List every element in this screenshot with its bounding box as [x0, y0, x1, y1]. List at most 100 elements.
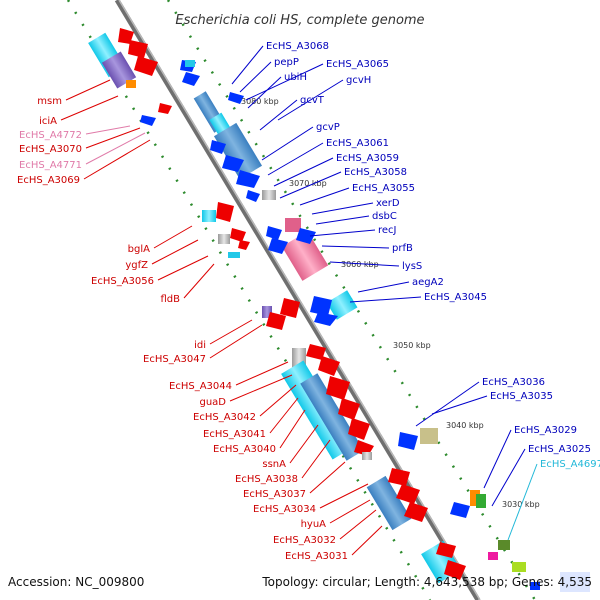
genome-backbone-highlight — [118, 0, 481, 600]
gene-block — [362, 452, 372, 460]
gene-label: EcHS_A3061 — [326, 138, 389, 149]
gene-label: dsbC — [372, 211, 397, 222]
leader-line — [261, 126, 314, 161]
leader-line — [60, 95, 119, 121]
gene-label: EcHS_A3044 — [169, 381, 232, 392]
gene-arrow — [396, 484, 420, 504]
gene-label: recJ — [378, 225, 397, 236]
gene-arrow — [230, 228, 246, 242]
leader-line — [85, 132, 146, 165]
leader-line — [235, 361, 289, 386]
leader-line — [273, 157, 334, 187]
gene-arrow — [222, 155, 244, 172]
gene-label: pepP — [274, 57, 299, 68]
gene-arrow — [280, 298, 300, 318]
gene-arrow — [338, 398, 360, 420]
gene-block — [262, 190, 276, 200]
kbp-tick: 3080 kbp — [241, 97, 279, 106]
gene-arrow — [210, 140, 226, 154]
gene-label: guaD — [199, 397, 226, 408]
gene-block — [470, 490, 480, 506]
leader-line — [321, 245, 390, 249]
leader-line — [259, 99, 298, 131]
gene-arrow — [314, 312, 338, 326]
leader-line — [277, 79, 344, 121]
gene-arrow — [266, 312, 286, 330]
gene-label: xerD — [376, 198, 400, 209]
leader-line — [329, 261, 400, 267]
gene-arrow — [140, 115, 156, 126]
topology-text: Topology: circular; Length: 4,643,538 bp… — [261, 575, 592, 589]
gene-label: EcHS_A3031 — [285, 551, 348, 562]
gene-arrow — [238, 240, 250, 250]
gene-label: EcHS_A4771 — [19, 160, 82, 171]
right-gene-labels: EcHS_A3068 pepP EcHS_A3065 ubiH gcvH gcvT gcvP… — [231, 41, 600, 541]
gene-block — [488, 552, 498, 560]
gene-block — [498, 540, 510, 550]
gene-label: gcvP — [316, 122, 340, 133]
leader-line — [259, 384, 297, 417]
leader-line — [301, 439, 331, 479]
gene-block — [213, 122, 263, 180]
gene-block — [101, 51, 137, 89]
gene-label: EcHS_A3068 — [266, 41, 329, 52]
gene-label: EcHS_A4772 — [19, 130, 82, 141]
gene-label: EcHS_A3038 — [235, 474, 298, 485]
gene-label: EcHS_A3055 — [352, 183, 415, 194]
gene-label: EcHS_A3041 — [203, 429, 266, 440]
gene-label: EcHS_A3056 — [91, 276, 154, 287]
gene-label: EcHS_A3025 — [528, 444, 591, 455]
leader-line — [311, 202, 374, 215]
gene-label: EcHS_A3047 — [143, 354, 206, 365]
gene-block — [228, 252, 240, 258]
gene-label: EcHS_A3036 — [482, 377, 545, 388]
gene-block — [281, 231, 329, 281]
leader-line — [319, 483, 369, 509]
leader-line — [415, 381, 480, 427]
gene-block — [530, 582, 540, 590]
gene-label: gcvH — [346, 75, 371, 86]
leader-line — [267, 142, 324, 176]
gene-label: EcHS_A3065 — [326, 59, 389, 70]
gene-features — [88, 28, 590, 592]
gene-label: EcHS_A3029 — [514, 425, 577, 436]
kbp-tick: 3060 kbp — [341, 260, 379, 269]
leader-line — [491, 448, 526, 507]
gene-label: ubiH — [284, 72, 307, 83]
gene-block — [285, 218, 301, 232]
leader-line — [239, 61, 272, 93]
kbp-tick: 3050 kbp — [393, 341, 431, 350]
leader-line — [349, 296, 422, 303]
gene-arrow — [348, 418, 370, 440]
leader-line — [209, 324, 263, 359]
gene-label: EcHS_A3058 — [344, 167, 407, 178]
gene-block — [218, 234, 230, 244]
leader-line — [357, 281, 410, 293]
leader-line — [231, 45, 264, 85]
leader-line — [151, 239, 199, 265]
gene-label: gcvT — [300, 95, 325, 106]
gene-block — [560, 572, 590, 592]
leader-line — [209, 319, 253, 345]
kbp-tick: 3030 kbp — [502, 500, 540, 509]
leader-line — [153, 225, 193, 249]
leader-line — [351, 525, 383, 556]
gene-arrow — [450, 502, 470, 518]
leader-line — [229, 374, 293, 402]
leader-line — [85, 127, 141, 149]
gene-label: aegA2 — [412, 277, 444, 288]
gene-arrow — [266, 226, 282, 240]
gene-label: EcHS_A3042 — [193, 412, 256, 423]
gene-arrow — [128, 40, 148, 58]
gene-label: EcHS_A3040 — [213, 444, 276, 455]
gene-label: prfB — [392, 243, 413, 254]
gene-arrow — [134, 56, 158, 76]
gene-label: bglA — [128, 244, 150, 255]
gene-arrow — [182, 72, 200, 86]
leader-line — [483, 429, 512, 489]
gene-label: ssnA — [262, 459, 286, 470]
map-title: Escherichia coli HS, complete genome — [175, 13, 424, 28]
gene-label: EcHS_A3069 — [17, 175, 80, 186]
gene-arrow — [268, 238, 288, 254]
